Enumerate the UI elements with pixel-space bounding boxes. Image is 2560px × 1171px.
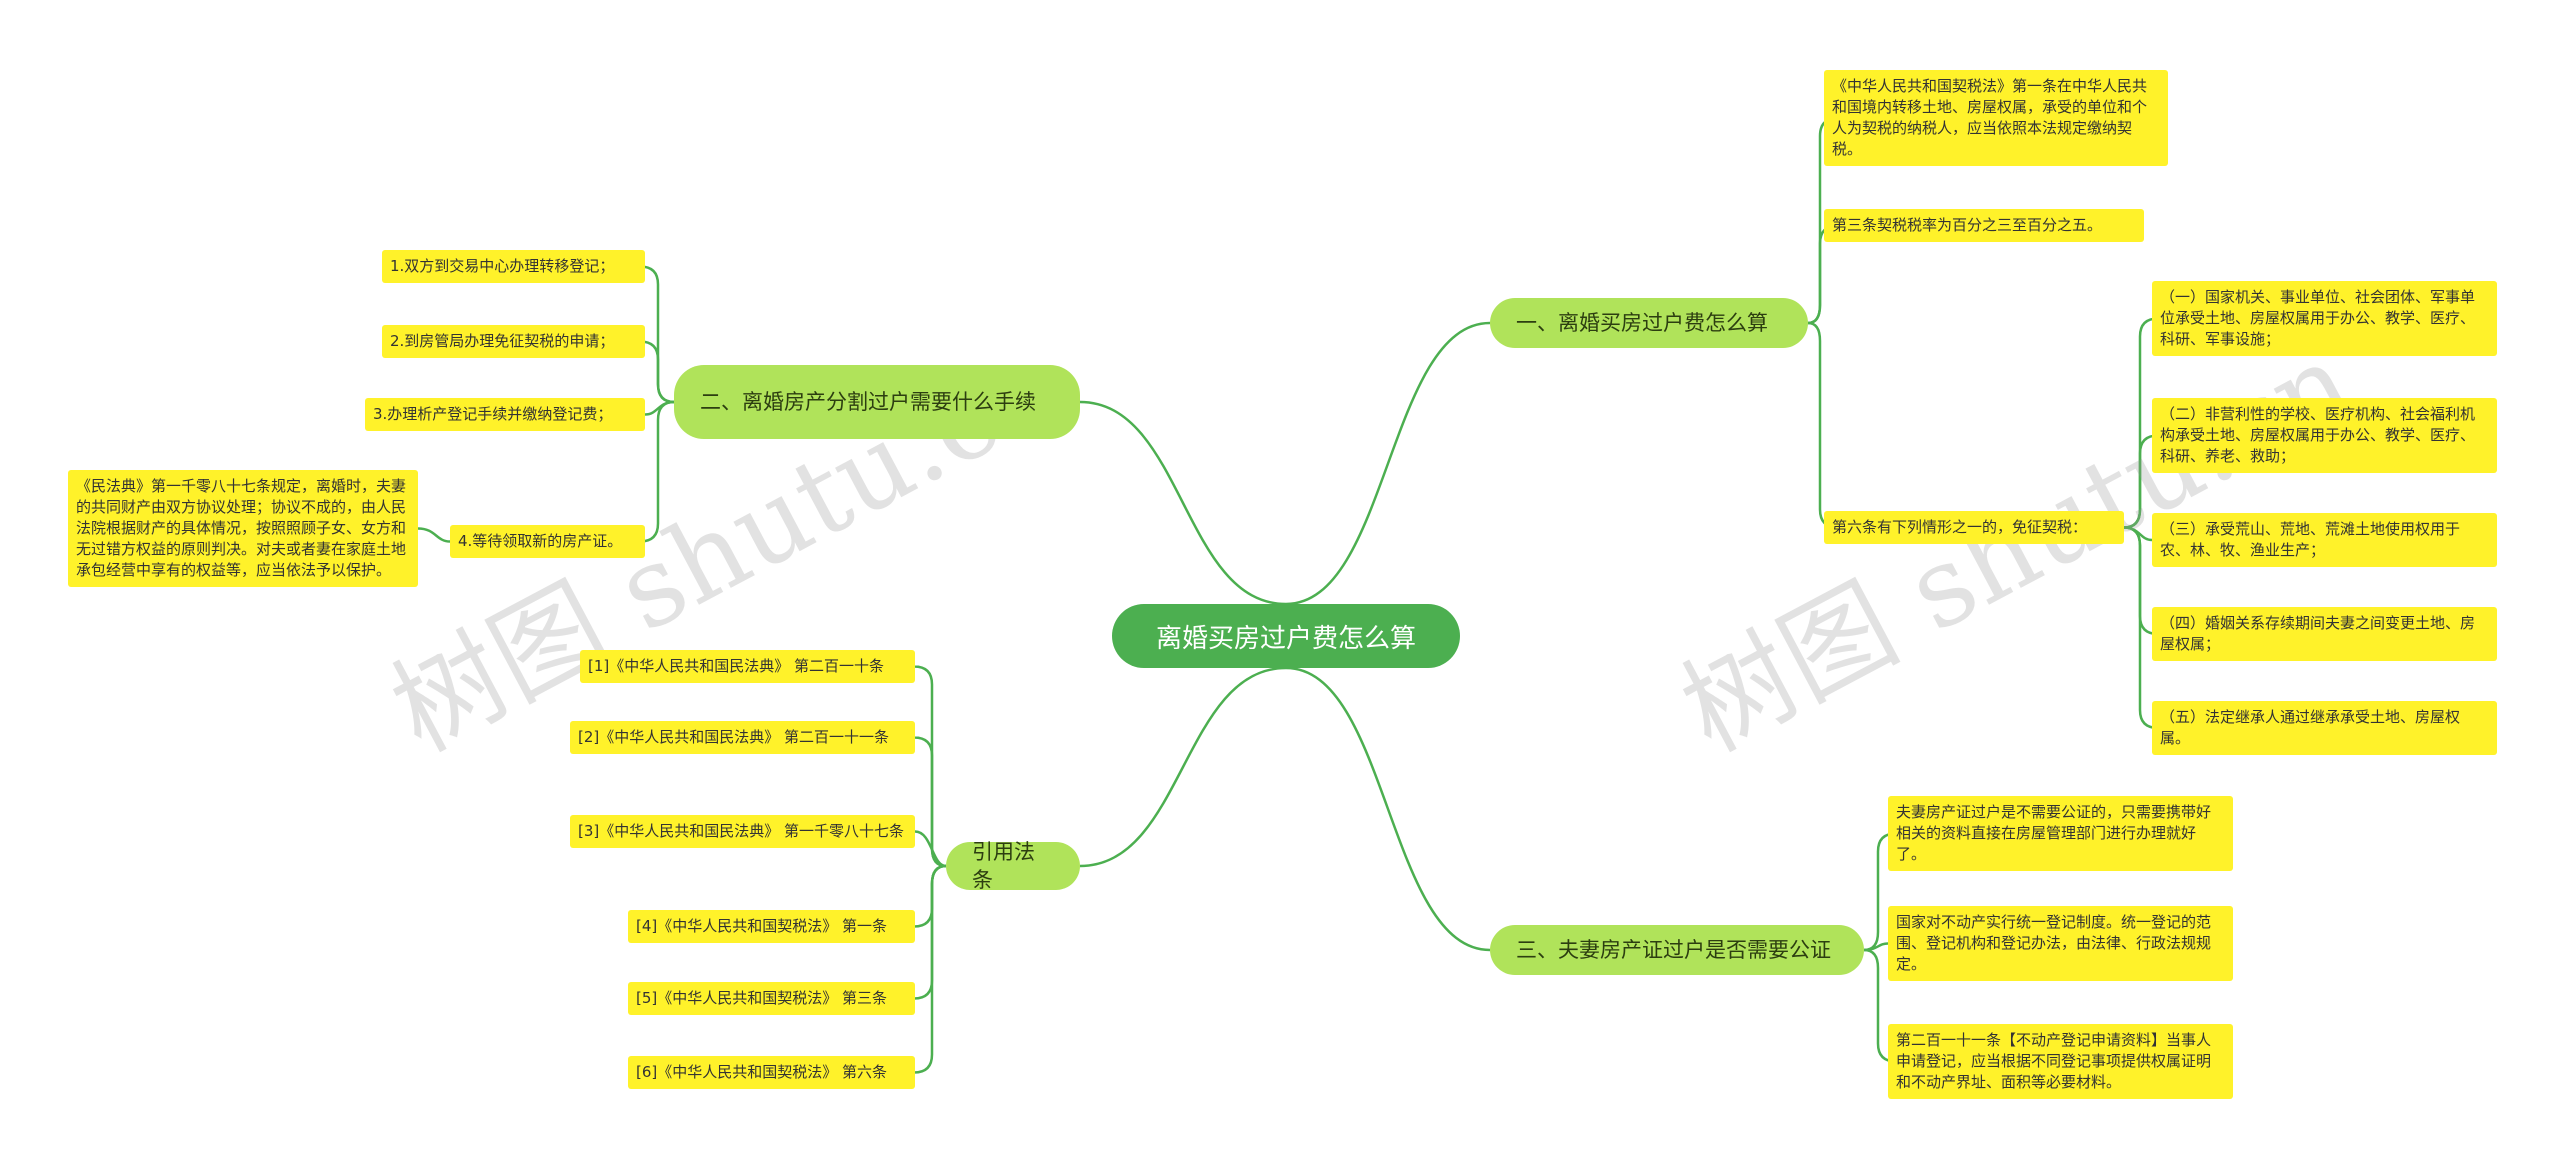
leaf-deed-tax-article-6[interactable]: 第六条有下列情形之一的，免征契税：: [1824, 511, 2124, 544]
connector-0: [1285, 321, 1491, 606]
leaf-citation-2[interactable]: [2]《中华人民共和国民法典》 第二百一十一条: [570, 721, 915, 754]
leaf-unified-registration[interactable]: 国家对不动产实行统一登记制度。统一登记的范围、登记机构和登记办法，由法律、行政法…: [1888, 906, 2233, 981]
connector-25: [913, 864, 947, 1074]
leaf-citation-6[interactable]: [6]《中华人民共和国契税法》 第六条: [628, 1056, 915, 1089]
leaf-exemption-2[interactable]: （二）非营利性的学校、医疗机构、社会福利机构承受土地、房屋权属用于办公、教学、医…: [2152, 398, 2497, 473]
leaf-exemption-3[interactable]: （三）承受荒山、荒地、荒滩土地使用权用于农、林、牧、渔业生产；: [2152, 513, 2497, 567]
connector-11: [2123, 526, 2159, 730]
branch-transfer-fee[interactable]: 一、离婚买房过户费怎么算: [1490, 298, 1808, 348]
connector-8: [2123, 434, 2159, 529]
leaf-deed-tax-article-1[interactable]: 《中华人民共和国契税法》第一条在中华人民共和国境内转移土地、房屋权属，承受的单位…: [1824, 70, 2168, 166]
connector-3: [1079, 666, 1287, 868]
connector-13: [639, 340, 675, 404]
leaf-no-notarization[interactable]: 夫妻房产证过户是不需要公证的，只需要携带好相关的资料直接在房屋管理部门进行办理就…: [1888, 796, 2233, 871]
leaf-procedure-4[interactable]: 4.等待领取新的房产证。: [450, 525, 645, 558]
connector-6: [1807, 321, 1839, 529]
branch-transfer-procedures[interactable]: 二、离婚房产分割过户需要什么手续: [674, 365, 1080, 439]
leaf-exemption-4[interactable]: （四）婚姻关系存续期间夫妻之间变更土地、房屋权属；: [2152, 607, 2497, 661]
connector-22: [914, 830, 947, 868]
connector-21: [913, 736, 947, 868]
leaf-deed-tax-article-3[interactable]: 第三条契税税率为百分之三至百分之五。: [1824, 209, 2144, 242]
leaf-procedure-2[interactable]: 2.到房管局办理免征契税的申请；: [382, 325, 645, 358]
leaf-procedure-1[interactable]: 1.双方到交易中心办理转移登记；: [382, 250, 645, 283]
leaf-citation-5[interactable]: [5]《中华人民共和国契税法》 第三条: [628, 982, 915, 1015]
leaf-citation-3[interactable]: [3]《中华人民共和国民法典》 第一千零八十七条: [570, 815, 915, 848]
branch-notarization[interactable]: 三、夫妻房产证过户是否需要公证: [1490, 925, 1864, 975]
leaf-exemption-1[interactable]: （一）国家机关、事业单位、社会团体、军事单位承受土地、房屋权属用于办公、教学、医…: [2152, 281, 2497, 356]
leaf-citation-4[interactable]: [4]《中华人民共和国契税法》 第一条: [628, 910, 915, 943]
leaf-civil-code-1087[interactable]: 《民法典》第一千零八十七条规定，离婚时，夫妻的共同财产由双方协议处理；协议不成的…: [68, 470, 418, 587]
root-topic[interactable]: 离婚买房过户费怎么算: [1112, 604, 1460, 668]
connector-16: [417, 527, 451, 543]
connector-24: [913, 864, 947, 1000]
connector-1: [1079, 400, 1287, 606]
connector-23: [913, 864, 947, 928]
leaf-procedure-3[interactable]: 3.办理析产登记手续并缴纳登记费；: [365, 398, 645, 431]
leaf-article-211[interactable]: 第二百一十一条【不动产登记申请资料】当事人申请登记，应当根据不同登记事项提供权属…: [1888, 1024, 2233, 1099]
branch-cited-laws[interactable]: 引用法条: [946, 840, 1080, 892]
connector-15: [639, 400, 675, 543]
leaf-citation-1[interactable]: [1]《中华人民共和国民法典》 第二百一十条: [580, 650, 915, 683]
connector-2: [1285, 666, 1491, 952]
connector-20: [913, 665, 947, 868]
leaf-exemption-5[interactable]: （五）法定继承人通过继承承受土地、房屋权属。: [2152, 701, 2497, 755]
